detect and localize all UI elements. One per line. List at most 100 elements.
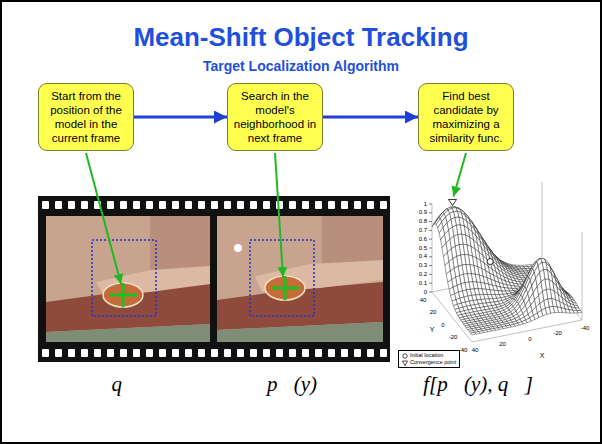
- step-text: Find best candidate by maximizing a simi…: [423, 89, 509, 145]
- sprocket-hole: [146, 349, 153, 357]
- pointer-arrow: [275, 153, 283, 277]
- axis-line: [432, 292, 472, 342]
- sprocket-hole: [250, 349, 257, 357]
- tick-label: -40: [581, 325, 590, 332]
- pointer-arrow: [454, 153, 467, 196]
- step-text: Start from the position of the model in …: [43, 89, 129, 145]
- sprocket-hole: [120, 201, 127, 209]
- sprocket-hole: [133, 349, 140, 357]
- axis-tick: [429, 283, 432, 284]
- sprocket-hole: [120, 349, 127, 357]
- sprocket-hole: [367, 201, 374, 209]
- axis-line: [542, 270, 582, 320]
- sprocket-hole: [55, 349, 62, 357]
- sprocket-hole: [341, 349, 348, 357]
- sprocket-hole: [55, 201, 62, 209]
- tick-label: 1: [424, 201, 427, 208]
- tick-label: 0: [441, 322, 444, 329]
- sprocket-hole: [237, 201, 244, 209]
- flow-arrow: [323, 116, 418, 119]
- pointer-arrows: [86, 153, 466, 284]
- tick-label: 0.4: [419, 253, 427, 260]
- sprocket-hole: [367, 349, 374, 357]
- axis-tick: [429, 239, 432, 240]
- sprocket-hole: [263, 201, 270, 209]
- sprocket-hole: [107, 349, 114, 357]
- tick-label: 0: [528, 336, 531, 343]
- axis-tick: [429, 204, 432, 205]
- sprocket-hole: [211, 349, 218, 357]
- pointer-arrow: [86, 153, 121, 284]
- tick-label: 0.5: [419, 245, 427, 252]
- sprocket-hole: [133, 201, 140, 209]
- legend-row: Convergence point: [402, 359, 456, 366]
- sprocket-hole: [146, 201, 153, 209]
- sprocket-hole: [172, 349, 179, 357]
- tick-label: 20: [499, 341, 506, 348]
- axis-tick: [429, 221, 432, 222]
- tick-label: 40: [420, 297, 427, 304]
- surface-mesh: [471, 332, 476, 335]
- axis-tick: [429, 248, 432, 249]
- legend-text: Initial location: [410, 352, 443, 358]
- sprocket-hole: [276, 349, 283, 357]
- vector-label: p⃗(y): [267, 372, 317, 396]
- sprocket-hole: [185, 349, 192, 357]
- axis-tick: [429, 212, 432, 213]
- tick-label: 20: [430, 309, 437, 316]
- sprocket-hole: [198, 201, 205, 209]
- flow-arrow: [134, 116, 227, 119]
- sprocket-hole: [159, 201, 166, 209]
- sprocket-hole: [224, 201, 231, 209]
- sprocket-hole: [315, 349, 322, 357]
- function-label: f[p⃗(y), q⃗]: [423, 372, 533, 396]
- step-box: Search in the model's neighborhood in ne…: [227, 83, 323, 151]
- sprocket-hole: [328, 201, 335, 209]
- initial-marker: [487, 259, 493, 265]
- vector-label: q⃗: [112, 372, 139, 396]
- subtitle: Target Localization Algorithm: [203, 58, 399, 74]
- tick-label: 0: [424, 289, 427, 296]
- sprocket-hole: [237, 349, 244, 357]
- sprocket-holes: [42, 201, 387, 357]
- sprocket-hole: [211, 201, 218, 209]
- tick-label: 0.1: [419, 280, 427, 287]
- sprocket-hole: [250, 201, 257, 209]
- sprocket-hole: [81, 201, 88, 209]
- film-strip: [38, 196, 390, 362]
- sprocket-hole: [328, 349, 335, 357]
- step-text: Search in the model's neighborhood in ne…: [232, 89, 318, 145]
- surface-plot: [429, 182, 582, 342]
- sprocket-hole: [172, 201, 179, 209]
- axis-tick: [429, 230, 432, 231]
- axis-line: [542, 182, 543, 270]
- tick-label: 0.9: [419, 209, 427, 216]
- sprocket-hole: [198, 349, 205, 357]
- tick-label: 0.2: [419, 271, 427, 278]
- tick-label: 0.6: [419, 236, 427, 243]
- plot-legend: Initial locationConvergence point: [398, 350, 460, 368]
- tick-label: -20: [449, 334, 458, 341]
- axis-line: [582, 232, 583, 320]
- tick-label: 0.8: [419, 218, 427, 225]
- sprocket-hole: [302, 201, 309, 209]
- axis-label: Y: [430, 326, 435, 334]
- sprocket-hole: [354, 201, 361, 209]
- sprocket-hole: [94, 349, 101, 357]
- tick-label: 0.7: [419, 227, 427, 234]
- axis-tick: [429, 256, 432, 257]
- tick-label: 40: [472, 347, 479, 354]
- sprocket-hole: [289, 201, 296, 209]
- sprocket-hole: [263, 349, 270, 357]
- title: Mean-Shift Object Tracking: [0, 22, 602, 53]
- axis-label: X: [540, 352, 545, 360]
- axis-tick: [429, 292, 432, 293]
- sprocket-hole: [341, 201, 348, 209]
- sprocket-hole: [42, 349, 49, 357]
- sprocket-hole: [42, 201, 49, 209]
- sprocket-hole: [68, 349, 75, 357]
- legend-symbol: [402, 353, 408, 359]
- frame-image: [217, 216, 383, 342]
